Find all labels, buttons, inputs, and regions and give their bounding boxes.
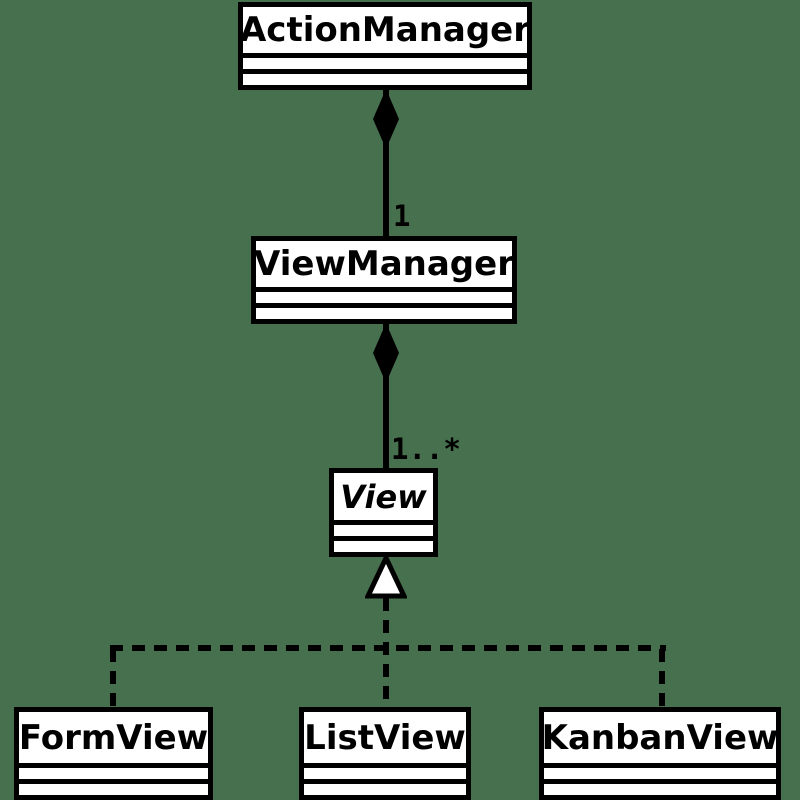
class-box-actionmanager: ActionManager: [238, 2, 532, 90]
inheritance-triangle-icon: [365, 555, 407, 599]
dashed-connector-kanbanview: [659, 649, 665, 707]
attributes-compartment: [19, 763, 208, 779]
composition-diamond-icon: [373, 323, 399, 383]
attributes-compartment: [256, 287, 512, 303]
class-box-formview: FormView: [14, 707, 213, 800]
attributes-compartment: [544, 763, 776, 779]
multiplicity-label: 1..*: [391, 432, 461, 466]
composition-diamond-icon: [373, 89, 399, 149]
class-name-label: ActionManager: [239, 10, 531, 50]
attributes-compartment: [243, 53, 527, 69]
class-name-label: ViewManager: [254, 244, 514, 284]
dashed-connector-horizontal: [110, 645, 666, 651]
class-box-kanbanview: KanbanView: [539, 707, 781, 800]
methods-compartment: [243, 69, 527, 85]
class-box-view: View: [329, 468, 438, 557]
class-name-label: View: [340, 477, 427, 516]
dashed-connector-listview: [383, 598, 389, 707]
attributes-compartment: [334, 520, 433, 536]
class-box-listview: ListView: [299, 707, 471, 800]
class-name-label: FormView: [18, 717, 209, 758]
class-name-label: KanbanView: [541, 717, 779, 758]
methods-compartment: [304, 779, 466, 795]
class-name-label: ListView: [304, 717, 466, 758]
methods-compartment: [19, 779, 208, 795]
class-box-viewmanager: ViewManager: [251, 236, 517, 324]
methods-compartment: [544, 779, 776, 795]
methods-compartment: [334, 536, 433, 552]
methods-compartment: [256, 303, 512, 319]
attributes-compartment: [304, 763, 466, 779]
multiplicity-label: 1: [393, 199, 411, 233]
composition-link-actionmanager-viewmanager: [383, 88, 389, 236]
composition-link-viewmanager-view: [383, 322, 389, 468]
dashed-connector-formview: [110, 649, 116, 707]
